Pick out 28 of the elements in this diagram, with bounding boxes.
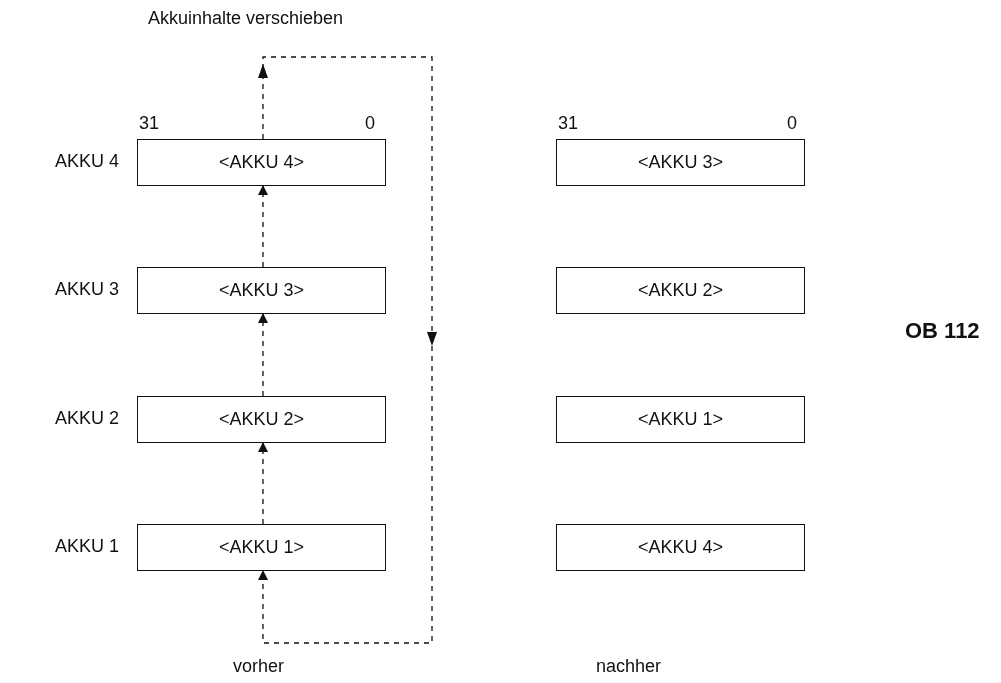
register-box: [556, 139, 805, 186]
register-box: [137, 524, 386, 571]
register-box: [556, 267, 805, 314]
register-content: <AKKU 3>: [218, 280, 305, 301]
column-caption: nachher: [596, 656, 662, 677]
register-name: AKKU 1: [54, 536, 119, 557]
column-caption: vorher: [233, 656, 285, 677]
bit-number: 31: [139, 113, 160, 134]
bit-number: 0: [365, 113, 375, 134]
register-content: <AKKU 2>: [218, 409, 305, 430]
register-content: <AKKU 4>: [218, 152, 305, 173]
bit-number: 0: [787, 113, 797, 134]
register-box: [556, 524, 805, 571]
register-name: AKKU 2: [54, 408, 119, 429]
register-box: [137, 139, 386, 186]
bit-number: 31: [558, 113, 579, 134]
register-content: <AKKU 4>: [637, 537, 724, 558]
register-box: [556, 396, 805, 443]
register-box: [137, 267, 386, 314]
register-content: <AKKU 3>: [637, 152, 724, 173]
block-name: OB 112: [905, 318, 980, 344]
register-box: [137, 396, 386, 443]
register-content: <AKKU 2>: [637, 280, 724, 301]
register-name: AKKU 3: [54, 279, 119, 300]
register-name: AKKU 4: [54, 151, 119, 172]
register-content: <AKKU 1>: [218, 537, 305, 558]
diagram-heading: Akkuinhalte verschieben: [148, 8, 344, 29]
register-content: <AKKU 1>: [637, 409, 724, 430]
